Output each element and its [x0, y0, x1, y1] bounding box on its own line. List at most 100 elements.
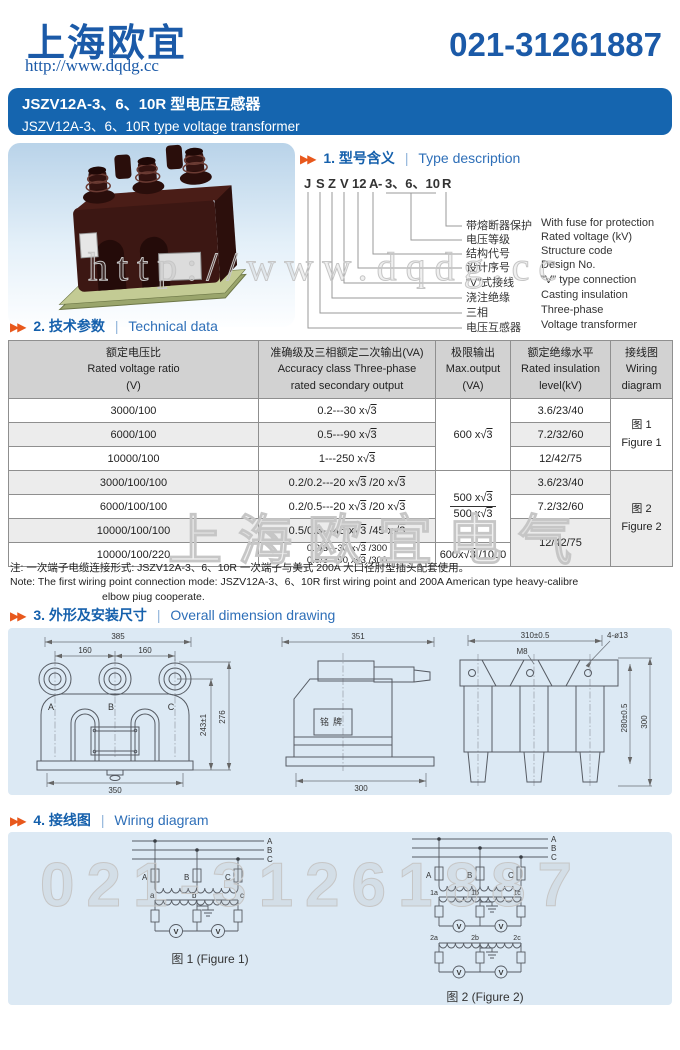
dimension-arrows: [45, 639, 232, 786]
fuse-b-label: B: [184, 873, 189, 882]
code-dash: -: [378, 176, 382, 191]
fuse-c-label: C: [225, 873, 231, 882]
figure2-caption: 图 2 (Figure 2): [446, 990, 524, 1004]
voltmeter-label: V: [456, 922, 461, 931]
bus-c-label: C: [551, 853, 557, 862]
dimension-lines: [281, 637, 435, 787]
terminal-2c-label: 2c: [513, 935, 521, 942]
phase-c-label: C: [168, 702, 175, 712]
type-label-en: Rated voltage (kV): [541, 231, 633, 243]
type-label-en: Structure code: [541, 245, 613, 257]
type-label-zh: 电压等级: [466, 234, 510, 246]
dim-280: 280±0.5: [620, 703, 629, 732]
type-label-zh: 带熔断器保护: [466, 220, 532, 232]
bus-a-label: A: [267, 837, 273, 846]
fuse-c-label: C: [508, 871, 514, 880]
dimension-lines: [467, 635, 652, 787]
voltmeter-label: V: [498, 922, 503, 931]
terminal-1b-label: 1b: [471, 890, 479, 897]
bus-a-label: A: [551, 835, 557, 844]
thread-m8: M8: [516, 647, 528, 656]
back-view-drawing: 310±0.5 M8 4-ø13 280±0.5 300: [459, 631, 653, 788]
bus-b-label: B: [551, 844, 556, 853]
table-note: 注: 一次端子电缆连接形式: JSZV12A-3、6、10R 一次端子与美式 2…: [10, 562, 579, 603]
terminal-c-label: c: [240, 891, 244, 900]
terminal-b-label: b: [192, 891, 197, 900]
side-view-drawing: 351 300 铭牌: [281, 632, 435, 793]
section-3-heading: ▶▶ 3. 外形及安装尺寸 | Overall dimension drawin…: [10, 607, 336, 623]
code-s: S: [316, 176, 325, 191]
type-label-zh: 三相: [466, 307, 488, 319]
table-row: 10000/100 1---250 x√3 12/42/75: [8, 446, 673, 471]
table-row: 3000/100 0.2---30 x√3 600 x√3 3.6/23/40 …: [8, 398, 673, 471]
type-code-diagram: J S Z V 12 A - 3、6、10 R: [304, 176, 462, 329]
product-title-en: JSZV12A-3、6、10R type voltage transformer: [22, 119, 300, 134]
dim-276: 276: [218, 710, 227, 724]
type-label-zh: "V"式接线: [466, 277, 515, 289]
phase-b-label: B: [108, 702, 114, 712]
code-v: V: [340, 176, 349, 191]
type-label-zh: 浇注绝缘: [466, 292, 510, 304]
product-photo: [8, 143, 295, 327]
body-outline: [285, 660, 435, 767]
fuse-a-label: A: [142, 873, 148, 882]
title-bar: JSZV12A-3、6、10R 型电压互感器 JSZV12A-3、6、10R t…: [8, 88, 672, 135]
section-2-heading: ▶▶ 2. 技术参数 | Technical data: [10, 318, 218, 334]
code-z: Z: [328, 176, 336, 191]
code-j: J: [304, 176, 311, 191]
figure1-caption: 图 1 (Figure 1): [171, 952, 249, 966]
type-label-en: Three-phase: [541, 304, 604, 316]
terminal-1a-label: 1a: [430, 890, 438, 897]
dim-385: 385: [111, 632, 125, 641]
type-label-zh: 设计序号: [466, 262, 510, 274]
dimension-lines: [44, 637, 231, 787]
type-label-en: Voltage transformer: [541, 319, 637, 331]
code-a: A: [369, 176, 379, 191]
holes-4xd13: 4-ø13: [607, 631, 628, 640]
type-label-zh: 电压互感器: [466, 322, 521, 334]
phone-number: 021-31261887: [449, 26, 662, 63]
col-header-accuracy: 准确级及三相额定二次输出(VA)Accuracy class Three-pha…: [258, 340, 436, 399]
dim-300: 300: [640, 715, 649, 729]
heading-arrows-icon: ▶▶: [300, 152, 317, 166]
connection-dots: [153, 839, 240, 861]
company-logo: 上海欧宜: [27, 23, 188, 65]
voltmeter-label: V: [498, 968, 503, 977]
centerlines: [477, 654, 591, 788]
wiring-figure-2: A B C A B C 1a 1b 1c 2a 2b 2c V V V V: [412, 835, 557, 979]
dim-351: 351: [351, 632, 365, 641]
voltmeter-label: V: [215, 927, 220, 936]
type-label-en: "V" type connection: [541, 274, 637, 286]
website-url: http://www.dqdg.cc: [25, 56, 159, 75]
heading-arrows-icon: ▶▶: [10, 320, 27, 334]
transformer-illustration: [58, 144, 247, 311]
table-row: 10000/100/100 0.5/0.5---45 x√3 /45 x√3 1…: [8, 518, 673, 567]
front-view-drawing: 385 160 160 350 243±1 276 A B C: [36, 632, 232, 795]
product-title-zh: JSZV12A-3、6、10R 型电压互感器: [22, 96, 261, 113]
terminal-2a-label: 2a: [430, 935, 438, 942]
type-label-en: Design No.: [541, 259, 596, 271]
wiring-panel: [8, 832, 672, 1005]
type-label-en: With fuse for protection: [541, 217, 655, 229]
table-row: 6000/100 0.5---90 x√3 7.2/32/60: [8, 422, 673, 447]
connection-dots: [437, 837, 523, 859]
circuit-lines: [412, 838, 548, 979]
terminal-2b-label: 2b: [471, 935, 479, 942]
dim-350: 350: [108, 786, 122, 795]
type-code-connectors: [307, 192, 462, 329]
heading-arrows-icon: ▶▶: [10, 609, 27, 623]
type-label-en: Casting insulation: [541, 289, 628, 301]
heading-arrows-icon: ▶▶: [10, 814, 27, 828]
voltmeter-label: V: [173, 927, 178, 936]
section-1-heading: ▶▶ 1. 型号含义 | Type description: [300, 150, 521, 166]
bushing-rear: [114, 144, 183, 180]
voltmeter-label: V: [456, 968, 461, 977]
fuse-a-label: A: [426, 871, 432, 880]
